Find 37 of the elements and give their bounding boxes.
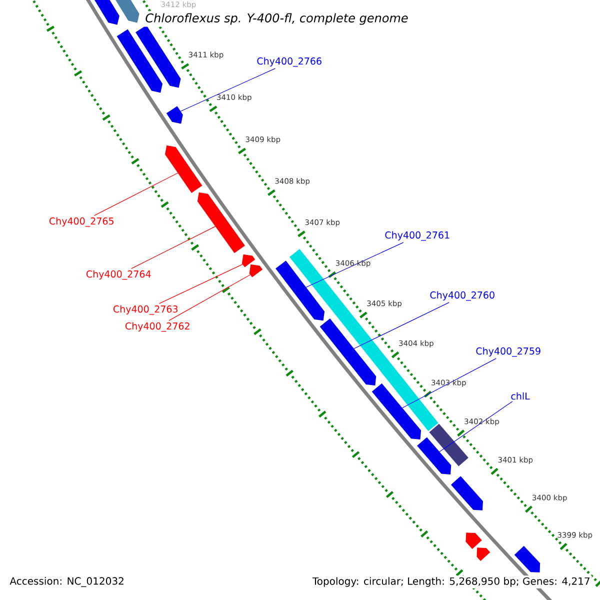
gene-feature — [116, 29, 163, 93]
gene-feature — [320, 318, 376, 386]
gene-label: Chy400_2759 — [476, 347, 540, 357]
gene-feature — [514, 546, 540, 572]
info-text: Accession: NC_012032 — [8, 576, 126, 588]
gene-label: Chy400_2766 — [257, 57, 322, 67]
gene-feature — [466, 532, 482, 549]
gene-feature — [164, 145, 202, 193]
gene-feature — [166, 106, 183, 124]
gene-feature — [450, 476, 483, 510]
leader-line — [94, 172, 178, 216]
gene-feature — [197, 192, 245, 254]
gene-feature — [372, 383, 422, 440]
gene-feature — [417, 437, 452, 474]
gene-feature — [242, 254, 256, 268]
gene-label: chlL — [511, 392, 530, 400]
gene-label: Chy400_2761 — [385, 231, 450, 241]
info-text: Topology: circular; Length: 5,268,950 bp; Genes: 4,217 — [310, 576, 592, 588]
gene-label: Chy400_2763 — [114, 305, 178, 315]
title: Chloroflexus sp. Y-400-fl, complete genome — [143, 11, 410, 27]
gene-label: Chy400_2764 — [86, 270, 151, 280]
gene-feature — [276, 260, 325, 321]
gene-feature — [476, 548, 490, 561]
gene-label: Chy400_2765 — [50, 217, 114, 227]
leader-line — [168, 274, 251, 321]
gene-feature — [136, 25, 181, 88]
gene-label: Chy400_2760 — [430, 291, 494, 301]
leader-line — [180, 68, 276, 112]
gene-feature — [249, 264, 263, 278]
leader-line — [158, 264, 243, 304]
leader-line — [131, 226, 216, 269]
leader-line — [402, 358, 496, 408]
leader-line — [306, 242, 404, 288]
leader-line — [354, 302, 450, 349]
gene-label: Chy400_2762 — [126, 322, 190, 332]
gene-bar — [429, 424, 468, 466]
leader-line — [439, 401, 513, 452]
